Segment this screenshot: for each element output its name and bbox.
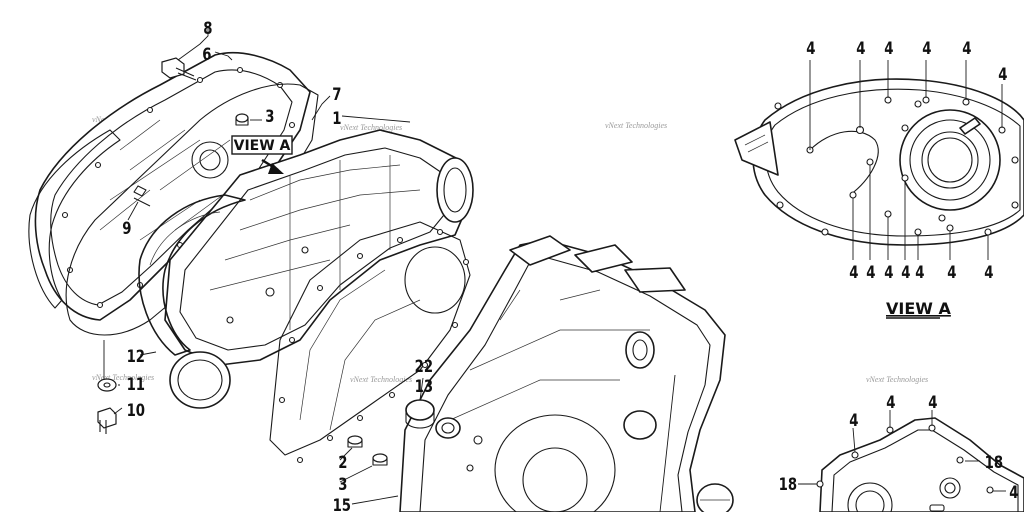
lower-callout-4d: 4 [1009,482,1018,502]
callout-3-bottom: 3 [338,474,347,494]
lower-callout-18b: 18 [779,474,797,494]
lower-callout-4c: 4 [928,392,937,412]
va-top-1: 4 [806,38,815,58]
callout-7: 7 [332,84,341,104]
va-bottom-3: 4 [884,262,893,282]
callout-2: 2 [338,452,347,472]
view-a-box-label: VIEW A [234,138,291,154]
callout-10: 10 [127,400,145,420]
va-top-6: 4 [998,64,1007,84]
va-bottom-7: 4 [984,262,993,282]
va-bottom-4: 4 [901,262,910,282]
callout-12: 12 [127,346,145,366]
callout-3-top: 3 [265,106,274,126]
lower-callout-18a: 18 [985,452,1003,472]
lower-callouts: 4 4 4 4 18 18 [779,392,1019,502]
gasket-outer [65,83,319,336]
callout-1: 1 [332,108,341,128]
view-a-callouts: 4 4 4 4 4 4 4 4 4 4 4 4 4 VIEW A [806,38,1008,319]
crankcase-cover [399,235,734,512]
callout-6: 6 [202,44,211,64]
gasket-2 [269,221,471,464]
lower-callout-4a: 4 [849,410,858,430]
bolt-8 [161,57,197,81]
callout-13: 13 [415,376,433,396]
callout-11: 11 [127,374,145,394]
view-a-leaders [809,60,1003,260]
va-bottom-1: 4 [849,262,858,282]
clutch-opening [138,194,246,356]
va-top-3: 4 [884,38,893,58]
leader-lines [103,26,676,512]
washer-11 [97,378,117,392]
va-top-5: 4 [962,38,971,58]
watermark-5: vNext Technologies [92,373,154,382]
arrow-icon [261,158,284,174]
bolt-10 [97,407,117,434]
va-top-4: 4 [922,38,931,58]
watermark-8: vNext Technologies [866,375,928,384]
va-bottom-5: 4 [915,262,924,282]
dowels-bottom [347,435,388,466]
watermark-6: vNext Technologies [350,375,412,384]
va-bottom-6: 4 [947,262,956,282]
watermark-3: vNext Technologies [605,121,667,130]
va-top-2: 4 [856,38,865,58]
callout-9: 9 [122,218,131,238]
lower-right-cover [798,410,1024,512]
callout-numbers: 8 6 7 3 1 9 12 11 10 22 13 2 3 15 [122,18,433,512]
seal-22-13 [405,399,461,439]
clutch-housing [164,129,474,409]
va-bottom-2: 4 [866,262,875,282]
watermark-2: vNext Technologies [340,123,402,132]
callout-8: 8 [203,18,212,38]
dowel-3-top [235,113,249,126]
bolt-9 [133,185,151,207]
callout-15: 15 [333,495,351,512]
view-a-diagram [734,60,1024,260]
view-a-box: VIEW A [231,135,293,155]
view-a-title: VIEW A [886,299,951,318]
lower-callout-4b: 4 [886,392,895,412]
view-a-bolt-holes [774,96,1019,236]
callout-22: 22 [415,356,433,376]
